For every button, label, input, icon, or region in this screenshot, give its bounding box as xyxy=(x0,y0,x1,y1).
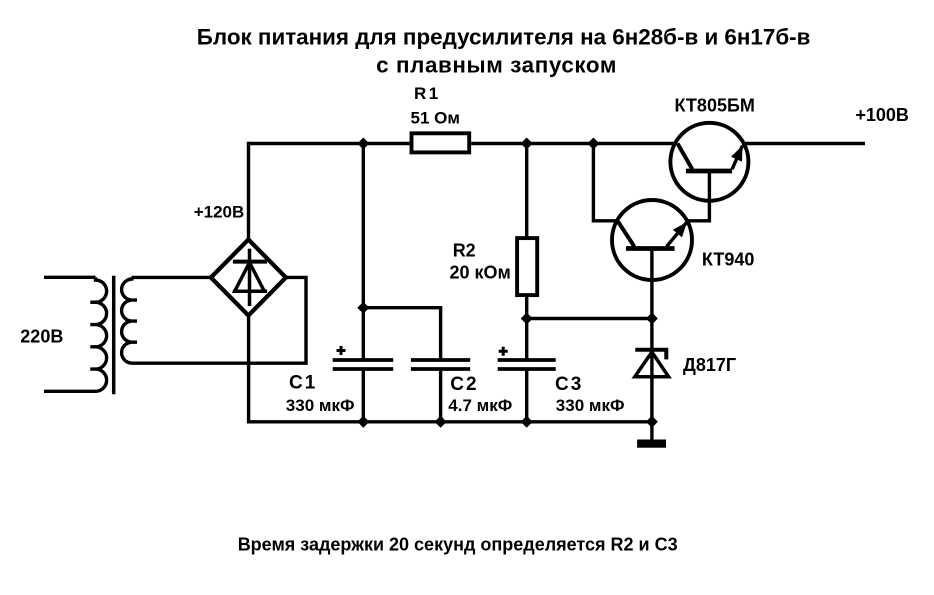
svg-text:+100В: +100В xyxy=(855,105,909,125)
svg-text:R2: R2 xyxy=(453,241,476,261)
svg-text:+120В: +120В xyxy=(194,203,245,222)
svg-text:КТ805БМ: КТ805БМ xyxy=(675,96,755,116)
svg-text:С1: С1 xyxy=(289,373,317,394)
svg-text:Д817Г: Д817Г xyxy=(683,355,736,375)
svg-text:Время задержки 20 секунд опред: Время задержки 20 секунд определяется R2… xyxy=(238,535,678,555)
svg-text:330 мкФ: 330 мкФ xyxy=(556,396,625,415)
svg-text:Блок питания для предусилителя: Блок питания для предусилителя на 6н28б-… xyxy=(197,25,811,50)
svg-text:с плавным запуском: с плавным запуском xyxy=(376,53,617,78)
svg-text:С2: С2 xyxy=(450,374,478,395)
svg-text:51 Ом: 51 Ом xyxy=(411,109,460,128)
svg-text:4.7 мкФ: 4.7 мкФ xyxy=(448,396,512,415)
svg-text:330 мкФ: 330 мкФ xyxy=(286,396,355,415)
svg-text:С3: С3 xyxy=(555,374,583,395)
svg-text:КТ940: КТ940 xyxy=(702,250,754,270)
svg-text:20 кОм: 20 кОм xyxy=(450,263,511,283)
svg-text:220В: 220В xyxy=(20,327,63,347)
svg-text:R1: R1 xyxy=(414,84,441,103)
